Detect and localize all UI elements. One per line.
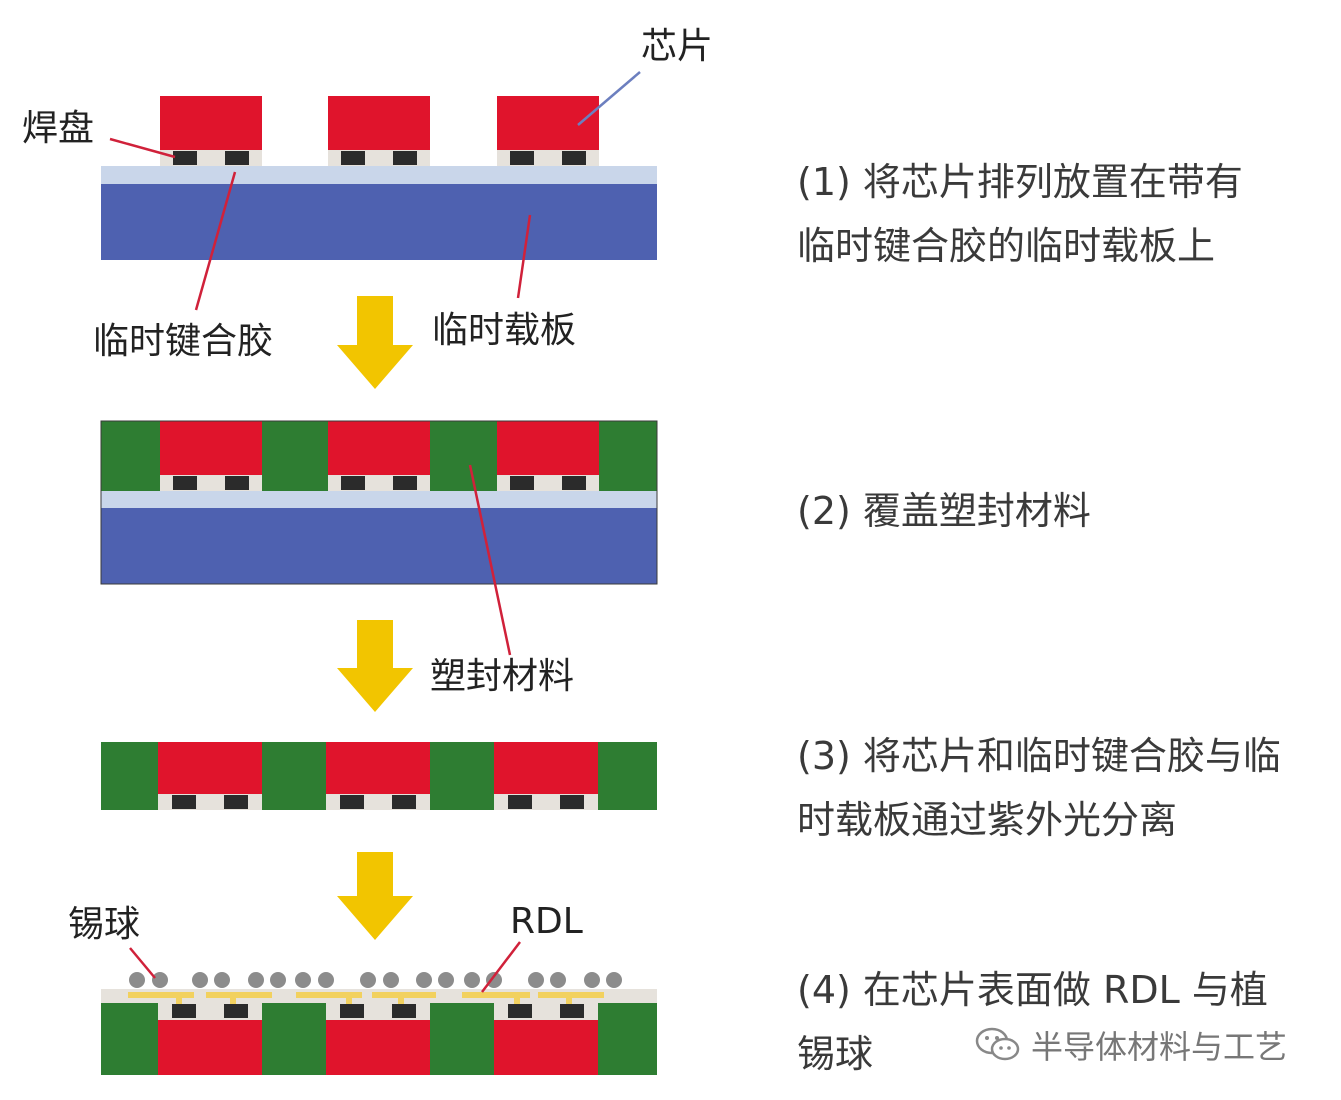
- chip: [158, 1020, 262, 1075]
- pad: [508, 795, 532, 809]
- chip: [497, 96, 599, 151]
- pad: [225, 476, 249, 490]
- rdl-leader-line: [481, 941, 521, 993]
- mold-label: 塑封材料: [430, 656, 574, 697]
- chip-assembly: [160, 96, 262, 166]
- chip: [497, 421, 599, 475]
- step-2-line-1: (2) 覆盖塑封材料: [797, 489, 1091, 533]
- carrier-leader-line: [516, 214, 532, 299]
- carrier-label: 临时载板: [432, 310, 576, 351]
- watermark-text: 半导体材料与工艺: [1031, 1028, 1288, 1066]
- chip: [326, 1020, 430, 1075]
- down-arrow-icon: [337, 620, 413, 712]
- pad-leader-line: [109, 137, 176, 159]
- chip: [328, 96, 430, 151]
- pad: [173, 476, 197, 490]
- pad: [510, 476, 534, 490]
- pad: [172, 795, 196, 809]
- step-1-line-1: (1) 将芯片排列放置在带有: [797, 160, 1243, 204]
- solder-ball-leader-line: [129, 947, 156, 979]
- stage-2: [100, 420, 658, 656]
- pad: [562, 151, 586, 165]
- pad: [224, 1004, 248, 1018]
- temporary-adhesive: [101, 491, 657, 508]
- down-arrow-icon: [337, 852, 413, 940]
- mold-leader-line: [468, 464, 512, 656]
- pad-label: 焊盘: [22, 108, 94, 149]
- chip: [494, 742, 598, 794]
- pad: [224, 795, 248, 809]
- chip-leader-line: [577, 71, 641, 126]
- step-4-line-1: (4) 在芯片表面做 RDL 与植: [797, 968, 1268, 1012]
- chip: [160, 421, 262, 475]
- chip-assembly: [328, 96, 430, 166]
- solder-ball-label: 锡球: [68, 904, 140, 945]
- pad: [560, 1004, 584, 1018]
- chip: [326, 742, 430, 794]
- pad: [225, 151, 249, 165]
- step-4-description: (4) 在芯片表面做 RDL 与植 锡球: [797, 958, 1268, 1086]
- stage-outline: [100, 420, 658, 585]
- stage-4: 锡球 RDL: [68, 901, 657, 1075]
- stage-3: [101, 742, 657, 810]
- pad: [560, 795, 584, 809]
- chip: [160, 96, 262, 151]
- step-1-description: (1) 将芯片排列放置在带有 临时键合胶的临时载板上: [797, 150, 1243, 278]
- step-3-line-2: 时载板通过紫外光分离: [797, 798, 1178, 842]
- step-4-line-2: 锡球: [797, 1032, 874, 1076]
- pad: [508, 1004, 532, 1018]
- pad: [562, 476, 586, 490]
- stage-1: 焊盘 芯片 临时键合胶 临时载板: [22, 26, 713, 362]
- temporary-carrier: [101, 183, 657, 260]
- pad: [341, 476, 365, 490]
- chip: [328, 421, 430, 475]
- chip: [494, 1020, 598, 1075]
- pad: [510, 151, 534, 165]
- adhesive-label: 临时键合胶: [93, 321, 273, 362]
- solder-balls: [129, 972, 622, 988]
- pad: [340, 795, 364, 809]
- pad: [392, 1004, 416, 1018]
- pad: [392, 795, 416, 809]
- pad: [393, 151, 417, 165]
- step-3-description: (3) 将芯片和临时键合胶与临 时载板通过紫外光分离: [797, 724, 1281, 852]
- temporary-adhesive: [101, 166, 657, 184]
- rdl-traces: [128, 992, 604, 1004]
- pad: [340, 1004, 364, 1018]
- pad: [172, 1004, 196, 1018]
- chip-assembly: [497, 96, 599, 166]
- temporary-carrier: [101, 507, 657, 584]
- chip-label: 芯片: [641, 26, 713, 67]
- rdl-label: RDL: [510, 901, 583, 942]
- watermark: 半导体材料与工艺: [975, 1022, 1287, 1068]
- step-1-line-2: 临时键合胶的临时载板上: [797, 224, 1216, 268]
- down-arrow-icon: [337, 296, 413, 389]
- step-2-description: (2) 覆盖塑封材料: [797, 479, 1091, 543]
- pad: [393, 476, 417, 490]
- step-3-line-1: (3) 将芯片和临时键合胶与临: [797, 734, 1281, 778]
- pad: [341, 151, 365, 165]
- pad: [173, 151, 197, 165]
- adhesive-leader-line: [194, 171, 237, 311]
- chip: [158, 742, 262, 794]
- wechat-icon: [975, 1027, 1020, 1061]
